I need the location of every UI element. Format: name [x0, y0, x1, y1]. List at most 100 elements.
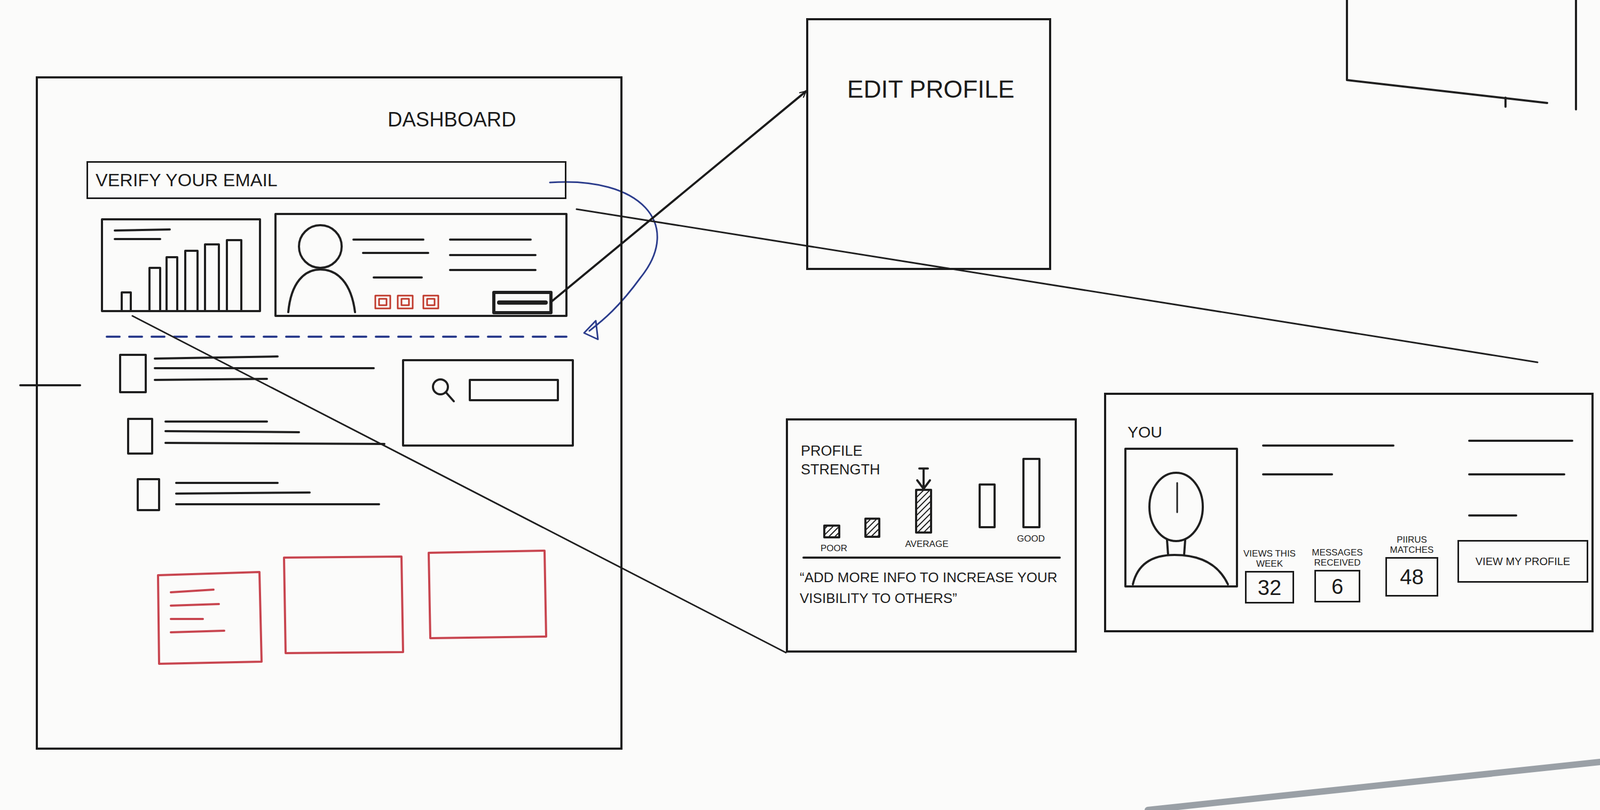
avatar-head	[298, 225, 342, 269]
node-label: DASHBOARD	[387, 107, 580, 133]
text-slot: VIEWS THIS WEEK	[1236, 548, 1303, 570]
stray-line	[20, 384, 81, 387]
strength-bar	[1023, 459, 1040, 528]
node-text: 48	[1399, 565, 1424, 589]
red-badge	[423, 295, 439, 309]
text-placeholder	[1469, 514, 1517, 517]
red-card	[158, 572, 262, 665]
text-placeholder	[373, 276, 422, 279]
node-text: 32	[1257, 576, 1282, 600]
profile-panel: YOUVIEWS THIS WEEK32MESSAGES RECEIVED6PI…	[1104, 392, 1594, 633]
text-slot: EDIT PROFILE	[818, 71, 1043, 108]
text-slot: 6	[1315, 571, 1359, 602]
red-card-line	[170, 604, 219, 606]
node-text: “ADD MORE INFO TO INCREASE YOUR VISIBILI…	[799, 567, 1070, 610]
text-slot: “ADD MORE INFO TO INCREASE YOUR VISIBILI…	[799, 567, 1070, 610]
bar	[205, 244, 219, 312]
text-placeholder	[165, 420, 267, 423]
photo-neck	[1167, 540, 1186, 556]
text-slot: GOOD	[1001, 533, 1061, 545]
text-placeholder	[450, 254, 536, 257]
node-text: GOOD	[1001, 533, 1061, 545]
divider	[803, 556, 1060, 559]
stat-box: VIEWS THIS WEEK32	[1244, 571, 1295, 604]
text-placeholder	[176, 492, 310, 494]
strength-bar	[979, 484, 995, 528]
text-slot: PIIRUS MATCHES	[1378, 534, 1446, 556]
red-badge	[401, 298, 409, 306]
red-badge	[397, 295, 413, 309]
strength-bar	[916, 490, 932, 533]
stat-box: PIIRUS MATCHES48	[1385, 557, 1439, 597]
bar	[226, 240, 242, 312]
text-placeholder	[176, 503, 380, 506]
profile-button: VIEW MY PROFILE	[1457, 540, 1589, 583]
red-badge	[427, 298, 435, 306]
text-placeholder	[1469, 439, 1573, 443]
strength-bar	[824, 525, 840, 538]
node-text: POOR	[807, 543, 861, 555]
node-label: VIEW MY PROFILE	[1475, 555, 1571, 569]
red-card-line	[170, 589, 214, 593]
list-thumb	[128, 419, 153, 454]
red-card-line	[170, 631, 225, 633]
node-text: AVERAGE	[894, 539, 959, 550]
text-placeholder	[1469, 473, 1565, 476]
partial-box	[1574, 0, 1578, 110]
node-label: PROFILE STRENGTH	[800, 442, 908, 480]
text-slot: PROFILE STRENGTH	[800, 442, 908, 480]
photo-frame	[1125, 448, 1237, 587]
search-field	[469, 380, 558, 401]
text-placeholder	[1263, 444, 1394, 447]
text-placeholder	[154, 367, 374, 370]
text-placeholder	[450, 238, 531, 241]
bar	[149, 268, 161, 312]
bar	[185, 250, 198, 312]
text-slot: POOR	[807, 543, 861, 555]
text-slot: 48	[1386, 558, 1437, 596]
zoom-line	[132, 316, 786, 653]
magnifier	[445, 392, 454, 402]
stat-label: MESSAGES RECEIVED	[1304, 547, 1371, 569]
dashboard-frame: DASHBOARD VERIFY YOUR EMAIL	[35, 76, 623, 751]
text-placeholder	[165, 443, 385, 445]
red-card	[428, 550, 547, 639]
screen-box: EDIT PROFILE	[806, 18, 1052, 271]
text-placeholder	[176, 482, 278, 485]
red-badge	[379, 298, 387, 306]
node-text: 6	[1331, 574, 1344, 599]
edit-button-fill	[499, 300, 546, 305]
photo-body	[1132, 555, 1228, 585]
blue-arrow	[549, 182, 658, 331]
text-slot: AVERAGE	[894, 539, 959, 550]
zoom-line	[576, 209, 1538, 363]
red-card	[284, 556, 404, 654]
text-placeholder	[114, 238, 161, 241]
chart-panel	[101, 219, 260, 312]
text-slot: VERIFY YOUR EMAIL	[95, 169, 555, 192]
bar	[121, 292, 131, 312]
text-slot: DASHBOARD	[387, 107, 580, 133]
node-label: YOU	[1127, 422, 1192, 443]
profile-card	[275, 214, 567, 317]
red-badge	[375, 295, 391, 309]
text-slot: 32	[1246, 572, 1293, 603]
search-panel	[403, 360, 573, 446]
text-placeholder	[154, 379, 267, 381]
text-placeholder	[363, 251, 429, 255]
node-label: VERIFY YOUR EMAIL	[95, 169, 555, 192]
stat-label: PIIRUS MATCHES	[1378, 534, 1446, 556]
node-label: EDIT PROFILE	[818, 71, 1043, 108]
strength-bar	[865, 518, 880, 538]
edit-button	[493, 292, 551, 313]
list-thumb	[120, 355, 146, 393]
strength-marker	[917, 468, 930, 490]
blue-arrowhead	[584, 320, 598, 340]
red-card-line	[170, 618, 203, 621]
partial-box-tick	[1504, 97, 1507, 107]
strength-panel: PROFILE STRENGTH POOR AVERAGE GOOD “ADD MORE…	[785, 418, 1077, 653]
text-placeholder	[1263, 473, 1332, 476]
